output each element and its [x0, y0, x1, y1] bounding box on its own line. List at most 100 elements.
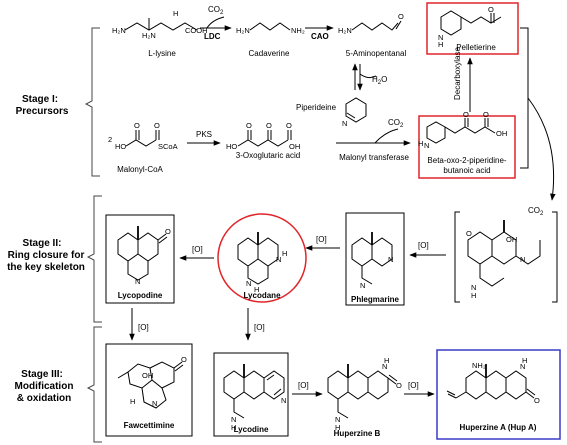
- phlegmarine-structure: N N Phlegmarine: [351, 232, 400, 304]
- stage1-brace: [84, 27, 100, 177]
- svg-text:2: 2: [108, 135, 112, 144]
- enzyme-cao: CAO: [311, 32, 329, 41]
- huperzinea-box: [436, 349, 561, 440]
- svg-text:O: O: [466, 229, 472, 238]
- lycodane-label: Lycodane: [243, 291, 281, 300]
- equilibrium-arrows: H2O: [352, 63, 387, 91]
- piperideine-structure: N Piperideine: [296, 97, 367, 128]
- pelletierine-box: [426, 2, 519, 55]
- svg-text:N: N: [438, 33, 443, 42]
- fawcettimine-label: Fawcettimine: [124, 421, 175, 430]
- enzyme-ldc: LDC: [204, 32, 221, 41]
- svg-text:H: H: [418, 139, 423, 148]
- svg-text:N: N: [246, 279, 251, 288]
- lycopodine-box: [105, 214, 175, 304]
- svg-text:SCoA: SCoA: [158, 142, 178, 151]
- svg-text:O: O: [534, 396, 540, 405]
- co2-label-3: CO2: [528, 206, 544, 217]
- svg-text:N: N: [135, 277, 140, 286]
- svg-text:N: N: [276, 255, 281, 264]
- huperzineb-label: Huperzine B: [334, 429, 381, 438]
- svg-text:O: O: [463, 110, 469, 119]
- aminopentanal-structure: H₂N O 5-Aminopentanal: [338, 12, 406, 58]
- svg-text:H: H: [438, 40, 443, 49]
- stage2-brace: [86, 195, 102, 323]
- lycodine-box: [213, 352, 289, 437]
- svg-text:N: N: [388, 255, 393, 264]
- oxidation-5: [O]: [254, 323, 265, 332]
- huperzinea-label: Huperzine A (Hup A): [460, 423, 537, 432]
- svg-text:O: O: [246, 121, 252, 130]
- betaoxo-structure: O O OH N H Beta-oxo-2-piperidine- butano…: [418, 110, 507, 175]
- lycopodine-structure: O N Lycopodine: [117, 226, 171, 300]
- pelletierine-structure: O N H Pelletierine: [438, 5, 502, 52]
- lysine-cooh-label: COOH: [185, 26, 208, 35]
- stage3-line2: Modification: [15, 381, 74, 392]
- svg-text:O: O: [266, 121, 272, 130]
- svg-text:O: O: [398, 12, 404, 21]
- svg-text:H: H: [522, 356, 527, 365]
- svg-text:H: H: [231, 423, 236, 432]
- lycodine-label: Lycodine: [234, 425, 269, 434]
- fawcettimine-structure: O OH N H Fawcettimine: [117, 355, 187, 430]
- svg-text:HO: HO: [115, 142, 126, 151]
- stage1-title: Stage I:: [22, 94, 58, 105]
- svg-text:N: N: [520, 362, 525, 371]
- svg-text:O: O: [181, 355, 187, 364]
- svg-text:H: H: [282, 249, 287, 258]
- svg-text:H: H: [384, 356, 389, 365]
- svg-text:O: O: [483, 110, 489, 119]
- stage-labels: Stage I: Precursors Stage II: Ring closu…: [7, 94, 85, 404]
- arrow-to-stage2: [527, 97, 556, 201]
- lysine-label: L-lysine: [148, 49, 176, 58]
- stage3-brace: [86, 326, 102, 443]
- svg-text:O: O: [154, 121, 160, 130]
- piperideine-label: Piperideine: [296, 103, 337, 112]
- cadaverine-label: Cadaverine: [249, 49, 290, 58]
- svg-text:N: N: [424, 141, 429, 150]
- svg-text:H₂N: H₂N: [236, 26, 250, 35]
- svg-text:OH: OH: [289, 142, 300, 151]
- lycodane-circle: [217, 213, 307, 303]
- betaoxo-label-line1: Beta-oxo-2-piperidine-: [427, 156, 506, 165]
- oxidation-2: [O]: [316, 235, 327, 244]
- betaoxo-box: [418, 115, 516, 179]
- svg-text:N: N: [382, 362, 387, 371]
- aminopentanal-label: 5-Aminopentanal: [346, 49, 407, 58]
- stage3-line3: & oxidation: [17, 393, 71, 404]
- svg-text:N: N: [471, 283, 476, 292]
- pelletierine-label: Pelletierine: [456, 43, 496, 52]
- svg-text:O: O: [396, 381, 402, 390]
- stage2-title: Stage II:: [23, 238, 62, 249]
- betaoxo-label-line2: butanoic acid: [443, 166, 490, 175]
- lysine-h2n-label: H₂N: [112, 26, 126, 35]
- enzyme-transferase: Malonyl transferase: [339, 153, 409, 162]
- svg-text:O: O: [286, 121, 292, 130]
- oxidation-3: [O]: [192, 245, 203, 254]
- co2-loss-curve: [206, 16, 225, 29]
- svg-text:N: N: [360, 281, 365, 290]
- oxoglutaric-label: 3-Oxoglutaric acid: [236, 151, 300, 160]
- huperzinea-structure: NH₂ N H O Huperzine A (Hup A): [446, 356, 540, 432]
- malonyl-coa-structure: 2 HO O O SCoA Malonyl-CoA: [108, 121, 178, 174]
- h2o-label: H2O: [372, 75, 387, 86]
- co2-label-1: CO2: [208, 5, 224, 16]
- stage2-line2: Ring closure for: [8, 250, 85, 261]
- oxidation-1: [O]: [418, 241, 429, 250]
- phlegmarine-label: Phlegmarine: [351, 295, 400, 304]
- svg-text:H: H: [335, 423, 340, 432]
- oxidation-7: [O]: [408, 381, 419, 390]
- stage-braces: [84, 27, 102, 443]
- oxidation-6: [O]: [298, 381, 309, 390]
- lycopodine-label: Lycopodine: [118, 291, 163, 300]
- svg-text:H₂N: H₂N: [338, 26, 352, 35]
- svg-text:O: O: [165, 227, 171, 236]
- svg-text:H: H: [130, 397, 135, 406]
- enzyme-decarboxylase: Decarboxylase: [453, 47, 462, 100]
- lycodine-structure: N N H Lycodine: [223, 364, 286, 434]
- svg-text:NH₂: NH₂: [472, 361, 486, 370]
- svg-text:N: N: [281, 396, 286, 405]
- lysine-nh2-label: H₂N: [142, 31, 156, 40]
